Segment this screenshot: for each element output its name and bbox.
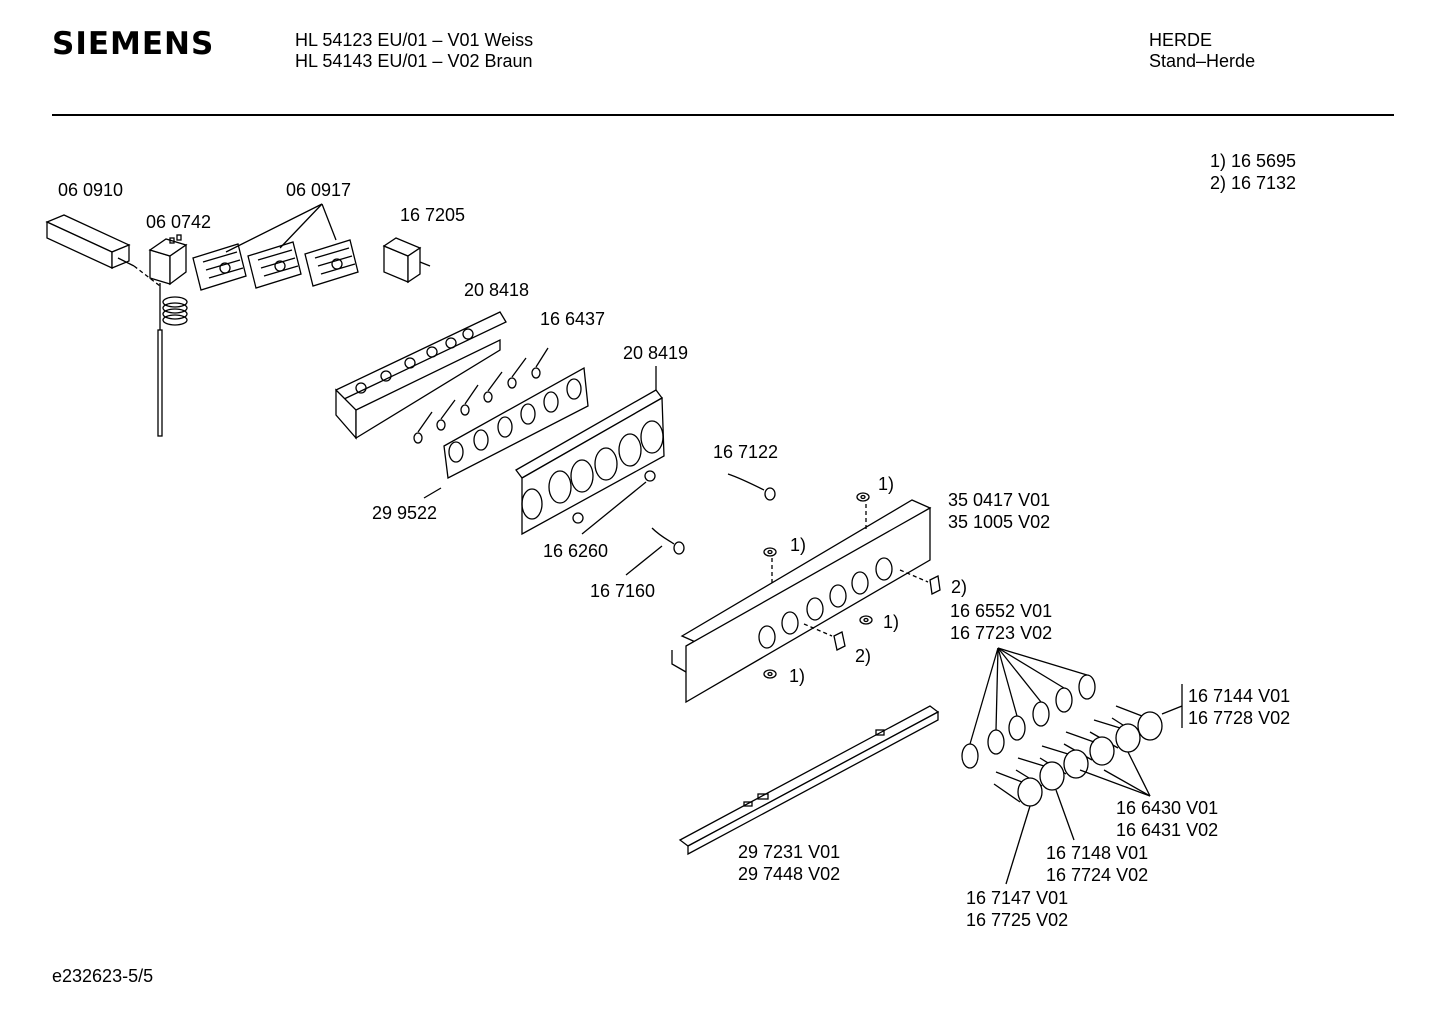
clip-part xyxy=(803,623,846,651)
part-label-group: 29 7231 V01 29 7448 V02 xyxy=(738,842,840,885)
part-label: 06 0910 xyxy=(58,180,124,200)
indicator-lamp-part xyxy=(625,527,685,576)
selector-switch-part xyxy=(304,239,359,287)
part-label: 16 6260 xyxy=(543,541,609,561)
footnote-ref: 2) xyxy=(855,646,872,666)
part-label: 20 8418 xyxy=(464,280,530,300)
footnote-ref: 1) xyxy=(790,535,807,555)
footnote-ref: 1) xyxy=(789,666,806,686)
washer-part xyxy=(856,492,870,530)
part-label: 16 7725 V02 xyxy=(966,909,1069,930)
clip-part xyxy=(899,569,941,595)
model-line: HL 54143 EU/01 – V02 Braun xyxy=(295,51,533,71)
part-label: 16 7723 V02 xyxy=(950,622,1053,643)
capillary-sensor-part xyxy=(157,290,188,437)
category-line: Stand–Herde xyxy=(1149,51,1256,71)
footnote-ref: 1) xyxy=(883,612,900,632)
part-label: 16 7160 xyxy=(590,581,656,601)
part-label: 29 9522 xyxy=(372,503,438,523)
switch-bracket-part xyxy=(335,311,507,440)
control-gasket-part xyxy=(443,366,589,480)
brand-logo: SIEMENS xyxy=(52,26,215,62)
part-label: 16 6431 V02 xyxy=(1116,819,1219,840)
indicator-lamp-part xyxy=(727,473,776,501)
part-label: 20 8419 xyxy=(623,343,689,363)
part-label: 16 6552 V01 xyxy=(950,601,1053,621)
control-knob-part xyxy=(1063,731,1115,766)
part-label-group: 16 6552 V01 16 7723 V02 xyxy=(950,601,1052,644)
part-label-group: 16 7144 V01 16 7728 V02 xyxy=(1188,686,1290,729)
washer-part xyxy=(763,669,777,679)
category-line: HERDE xyxy=(1149,30,1213,50)
thermostat-housing-part xyxy=(45,214,161,287)
part-label: 06 0917 xyxy=(286,180,352,200)
header-divider xyxy=(52,114,1394,116)
document-id: e232623-5/5 xyxy=(52,966,154,986)
part-label-group: 35 0417 V01 35 1005 V02 xyxy=(948,490,1050,533)
part-label: 16 7205 xyxy=(400,205,466,225)
footnote-ref: 1) xyxy=(878,474,895,494)
part-label: 06 0742 xyxy=(146,212,212,232)
part-label: 29 7448 V02 xyxy=(738,863,841,884)
part-label: 16 7724 V02 xyxy=(1046,864,1149,885)
nut-part xyxy=(572,470,656,535)
model-list: HL 54123 EU/01 – V01 Weiss HL 54143 EU/0… xyxy=(295,30,533,72)
part-label-group: 16 7148 V01 16 7724 V02 xyxy=(1046,843,1148,886)
part-label: 16 7148 V01 xyxy=(1046,843,1149,863)
selector-switch-part xyxy=(192,243,247,291)
part-label: 16 6437 xyxy=(540,309,606,329)
part-label: 16 7147 V01 xyxy=(966,888,1069,908)
switch-block-part xyxy=(148,234,188,290)
trim-strip-part xyxy=(678,705,940,856)
part-label-group: 16 7147 V01 16 7725 V02 xyxy=(966,888,1068,931)
footnote: 2) 16 7132 xyxy=(1210,172,1297,193)
part-label: 29 7231 V01 xyxy=(738,842,841,862)
control-panel-part xyxy=(671,499,932,704)
part-label: 35 1005 V02 xyxy=(948,511,1051,532)
energy-regulator-part xyxy=(382,237,431,284)
category-block: HERDE Stand–Herde xyxy=(1149,30,1255,72)
washer-part xyxy=(859,615,873,625)
part-label: 16 7122 xyxy=(713,442,779,462)
footnote: 1) 16 5695 xyxy=(1210,151,1297,171)
washer-part xyxy=(763,547,777,586)
fastener-set-part xyxy=(413,347,549,444)
part-label: 35 0417 V01 xyxy=(948,490,1051,510)
footnote-ref: 2) xyxy=(951,577,968,597)
part-label-group: 16 6430 V01 16 6431 V02 xyxy=(1116,798,1218,841)
part-label: 16 6430 V01 xyxy=(1116,798,1219,818)
control-knob-part xyxy=(993,771,1043,807)
footnote-list: 1) 16 5695 2) 16 7132 xyxy=(1210,151,1296,194)
part-label: 16 7728 V02 xyxy=(1188,707,1291,728)
inner-panel-part xyxy=(515,366,665,536)
model-line: HL 54123 EU/01 – V01 Weiss xyxy=(295,30,534,50)
selector-switch-part xyxy=(247,241,302,289)
part-label: 16 7144 V01 xyxy=(1188,686,1291,706)
